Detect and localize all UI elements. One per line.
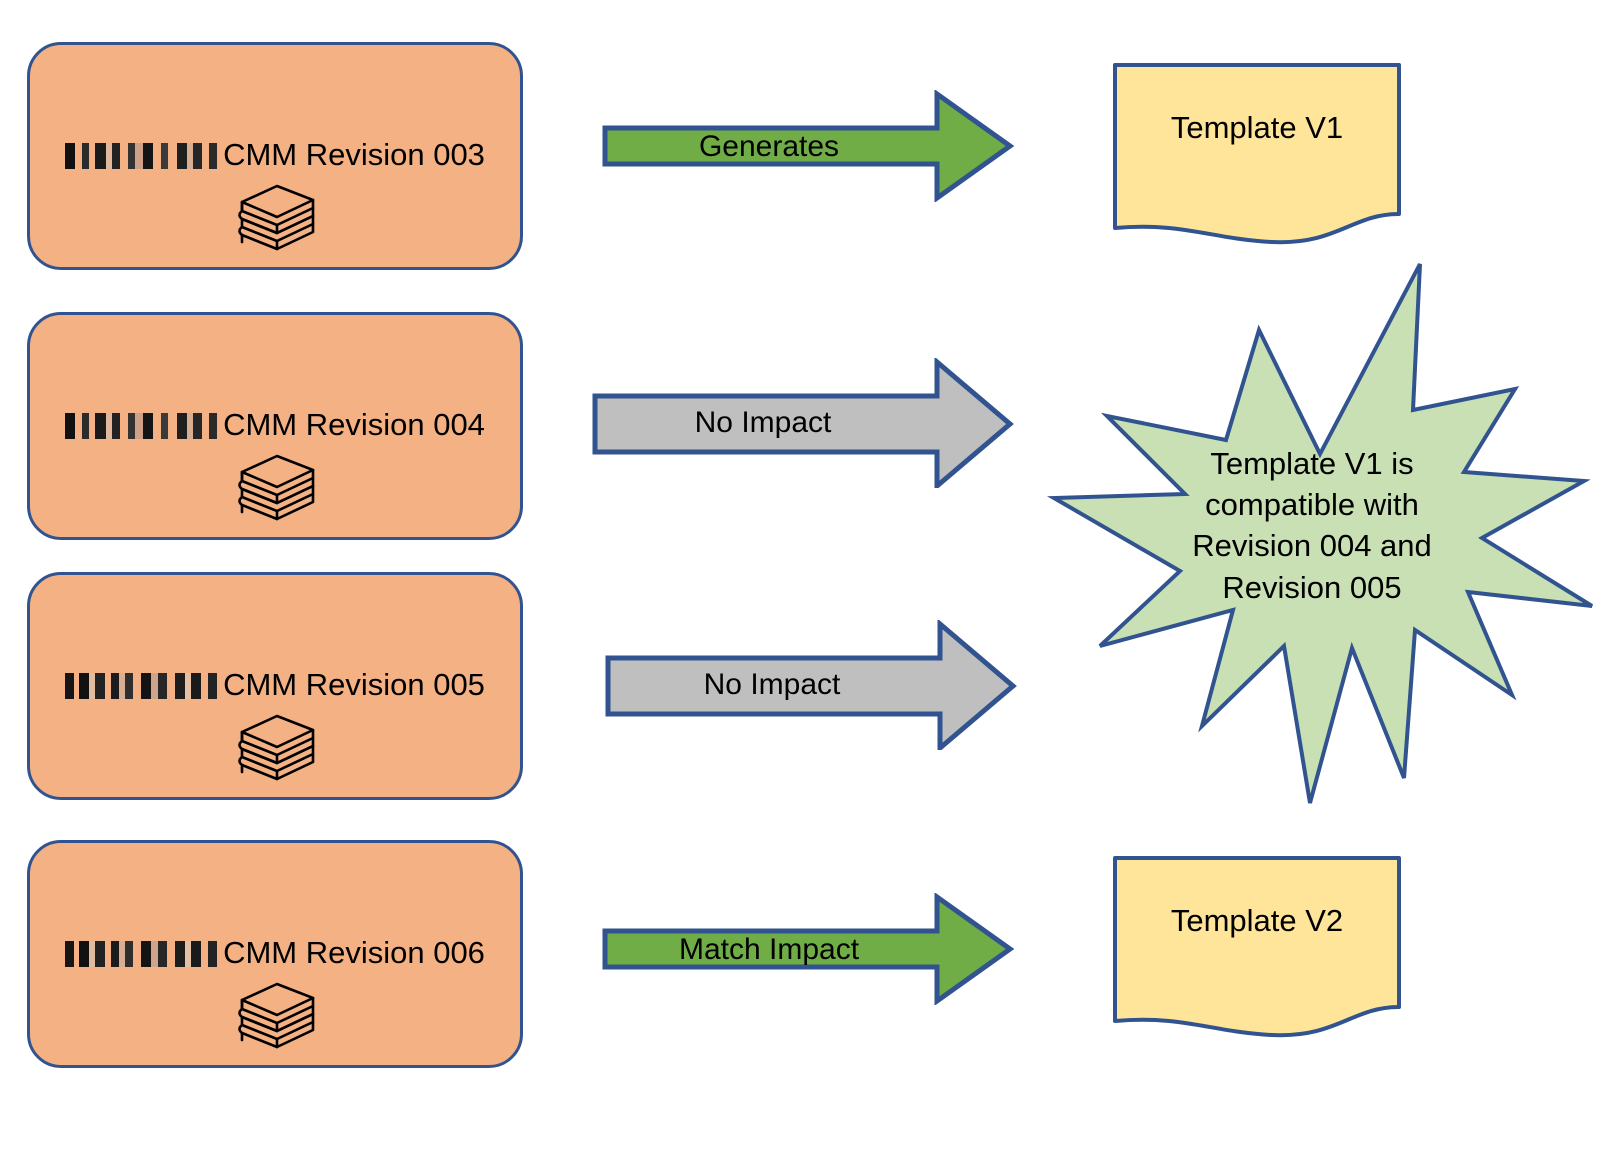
arrow-right-shape — [592, 358, 1014, 488]
revision-card-004[interactable]: CMM Revision 004 — [27, 312, 523, 540]
callout-line-4: Revision 005 — [1222, 569, 1402, 605]
note-template-v2[interactable]: Template V2 — [1112, 855, 1402, 1040]
arrow-match-impact-label: Match Impact — [678, 933, 860, 966]
revision-card-005-icon-slot — [30, 710, 520, 790]
revision-card-006-label: CMM Revision 006 — [223, 935, 485, 970]
document-note-icon — [1113, 63, 1401, 245]
arrow-no-impact-005[interactable]: No Impact — [605, 620, 1017, 750]
redacted-prefix — [65, 413, 218, 439]
arrow-no-impact-004-label: No Impact — [694, 406, 832, 439]
redacted-prefix — [65, 143, 218, 169]
arrow-no-impact-004[interactable]: No Impact — [592, 358, 1014, 488]
revision-card-006-title: CMM Revision 006 — [30, 935, 520, 971]
arrow-right-shape — [602, 893, 1014, 1005]
revision-card-006-icon-slot — [30, 978, 520, 1058]
callout-line-3: Revision 004 and — [1192, 528, 1432, 564]
revision-card-004-icon-slot — [30, 450, 520, 530]
arrow-generates[interactable]: Generates — [602, 90, 1014, 202]
books-stack-icon — [238, 184, 315, 251]
books-stack-icon — [238, 454, 315, 521]
note-template-v2-label: Template V2 — [1170, 903, 1344, 938]
redacted-prefix — [65, 673, 218, 699]
revision-card-003-title: CMM Revision 003 — [30, 137, 520, 173]
compatibility-callout[interactable]: Template V1 is compatible with Revision … — [1012, 258, 1620, 813]
books-stack-icon — [238, 982, 315, 1049]
revision-card-005-label: CMM Revision 005 — [223, 667, 485, 702]
arrow-generates-label: Generates — [698, 130, 840, 163]
arrow-right-shape — [602, 90, 1014, 202]
note-template-v1-label: Template V1 — [1170, 110, 1344, 145]
arrow-right-shape — [605, 620, 1017, 750]
arrow-no-impact-005-label: No Impact — [703, 668, 841, 701]
callout-line-1: Template V1 is — [1210, 446, 1414, 481]
revision-card-003[interactable]: CMM Revision 003 — [27, 42, 523, 270]
explosion-star-icon — [1046, 263, 1594, 804]
revision-card-005-title: CMM Revision 005 — [30, 667, 520, 703]
revision-card-004-label: CMM Revision 004 — [223, 407, 485, 442]
revision-card-003-icon-slot — [30, 180, 520, 260]
callout-line-2: compatible with — [1205, 487, 1419, 523]
arrow-match-impact[interactable]: Match Impact — [602, 893, 1014, 1005]
note-template-v1[interactable]: Template V1 — [1112, 62, 1402, 247]
document-note-icon — [1113, 856, 1401, 1038]
revision-card-005[interactable]: CMM Revision 005 — [27, 572, 523, 800]
redacted-prefix — [65, 941, 218, 967]
compatibility-callout-text: Template V1 is compatible with Revision … — [1152, 443, 1472, 608]
revision-card-004-title: CMM Revision 004 — [30, 407, 520, 443]
revision-card-003-label: CMM Revision 003 — [223, 137, 485, 172]
books-stack-icon — [238, 714, 315, 781]
revision-card-006[interactable]: CMM Revision 006 — [27, 840, 523, 1068]
